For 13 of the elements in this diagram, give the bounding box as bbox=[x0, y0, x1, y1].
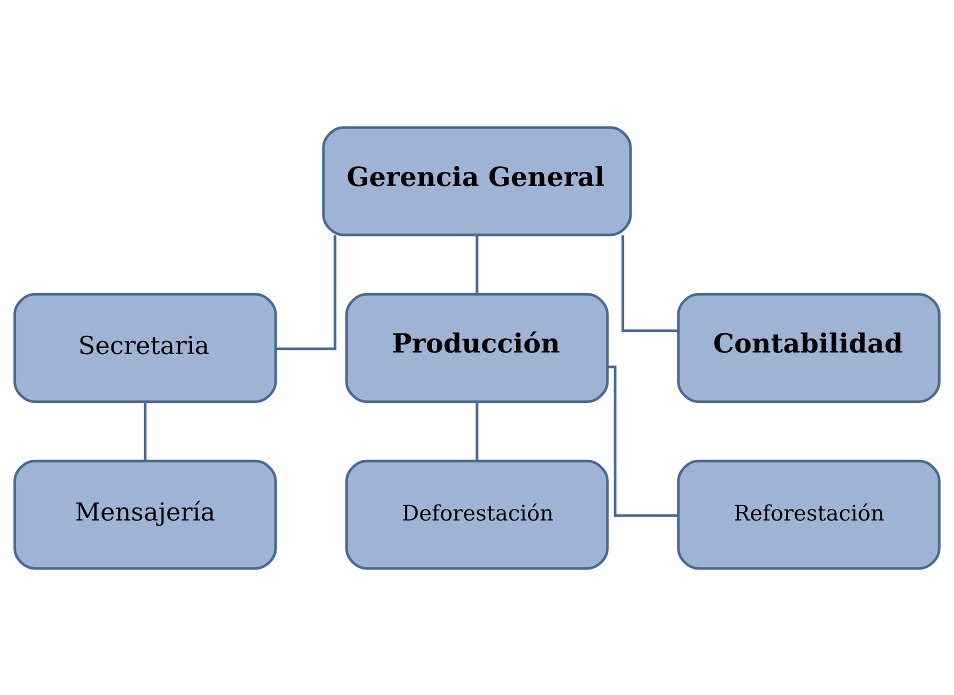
connector bbox=[622, 234, 678, 332]
node-box: Producción bbox=[345, 292, 609, 402]
node-box: Gerencia General bbox=[322, 126, 632, 236]
connector bbox=[608, 365, 678, 516]
connector bbox=[476, 401, 478, 460]
connector bbox=[476, 234, 478, 294]
node-box: Deforestación bbox=[345, 459, 609, 570]
node-box: Contabilidad bbox=[677, 292, 941, 402]
node-box: Secretaria bbox=[13, 292, 277, 402]
node-box: Mensajería bbox=[13, 459, 277, 570]
connector bbox=[144, 401, 146, 460]
node-box: Reforestación bbox=[677, 459, 941, 570]
connector bbox=[276, 234, 336, 350]
